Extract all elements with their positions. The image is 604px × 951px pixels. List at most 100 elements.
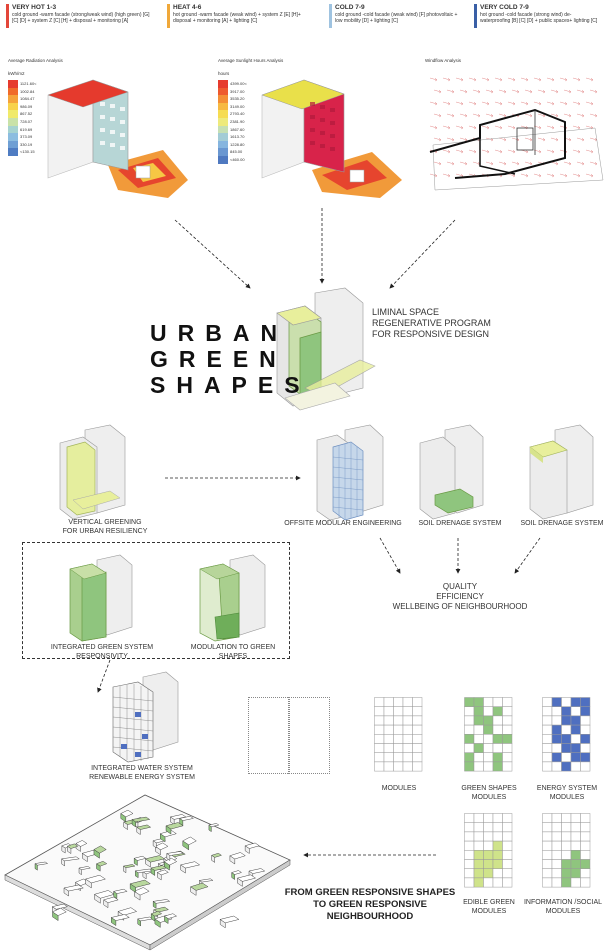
wind-arrow: [563, 161, 572, 166]
module-cell: [551, 831, 562, 842]
module-cell: [383, 752, 394, 763]
module-cell: [551, 734, 562, 744]
modules-to-neighbourhood-arrow: [303, 852, 436, 858]
module-cell: [561, 831, 572, 842]
module-cell: [551, 715, 562, 726]
module-cell: [502, 761, 513, 772]
module-cell: [402, 724, 413, 735]
module-cell: [542, 761, 553, 772]
module-cell: [402, 715, 413, 726]
module-cell: [492, 724, 503, 735]
wind-arrow: [494, 125, 503, 130]
wind-arrow: [446, 89, 455, 94]
module-cell: [412, 706, 423, 717]
module-cell: [561, 761, 572, 772]
module-cell: [464, 724, 475, 735]
central-green-shape-building: [276, 287, 376, 411]
wind-arrow: [429, 173, 438, 178]
label-line: EDIBLE GREEN: [463, 899, 515, 906]
scale-value: 728.07: [20, 118, 33, 124]
scale-swatch: [218, 80, 228, 88]
module-cell: [492, 859, 503, 869]
wind-arrow: [511, 89, 520, 94]
module-cell: [492, 822, 503, 833]
neighbourhood-building: [231, 870, 243, 880]
info-modules-label: INFORMATION /SOCIAL MODULES: [523, 898, 603, 916]
wind-arrow: [559, 173, 568, 178]
module-cell: [374, 697, 385, 707]
module-cell: [551, 752, 562, 763]
wind-arrow: [550, 113, 559, 118]
module-cell: [483, 877, 494, 888]
neighbourhood-building: [154, 842, 169, 856]
module-cell: [570, 822, 581, 833]
scale-value: 3535.20: [230, 96, 245, 102]
legend-text: cold ground -cold facade (weak wind) [F]…: [335, 12, 458, 24]
scale-swatch: [218, 133, 228, 141]
module-cell: [383, 761, 394, 772]
module-cell: [473, 813, 484, 823]
module-cell: [502, 831, 513, 842]
scale-swatch: [8, 148, 18, 156]
module-cell: [483, 859, 494, 869]
main-title-line: GREEN: [150, 346, 287, 372]
module-cell: [502, 868, 513, 879]
horizontal-dashed-arrow: [165, 475, 301, 481]
module-cell: [464, 752, 475, 763]
wind-arrow: [442, 77, 451, 82]
module-cell: [502, 840, 513, 851]
offsite-modular-building: [316, 424, 384, 521]
module-cell: [542, 868, 553, 879]
wind-arrow: [442, 101, 451, 106]
wind-arrow: [429, 125, 438, 130]
edible-modules-label: EDIBLE GREEN MODULES: [449, 898, 529, 916]
label-line: ENERGY SYSTEM: [536, 785, 598, 792]
module-cell: [542, 840, 553, 851]
quality-label: QUALITY EFFICIENCY WELLBEING OF NEIGHBOU…: [375, 582, 545, 612]
soil-drenage-label-1: SOIL DRENAGE SYSTEM: [418, 520, 502, 527]
wind-arrow: [533, 77, 542, 82]
scale-swatch: [8, 117, 18, 126]
scale-value: 986.09: [20, 103, 33, 109]
wind-arrow: [494, 77, 503, 82]
program-line: LIMINAL SPACE: [372, 307, 440, 317]
neighbourhood-building: [219, 915, 240, 929]
wind-arrow: [433, 113, 442, 118]
module-cell: [542, 743, 553, 753]
module-cell: [580, 697, 591, 707]
program-line: REGENERATIVE PROGRAM: [372, 318, 491, 328]
module-cell: [561, 734, 572, 744]
wind-arrow: [520, 77, 529, 82]
neighbourhood-building: [136, 824, 152, 836]
module-cell: [473, 831, 484, 842]
module-cell: [580, 868, 591, 879]
wind-arrow: [481, 77, 490, 82]
module-cell: [561, 706, 572, 717]
neighbourhood-building: [137, 916, 154, 927]
label-line: INTEGRATED WATER SYSTEM: [91, 765, 193, 772]
module-cell: [464, 706, 475, 717]
wind-arrow: [442, 149, 451, 154]
soil-to-quality-arrows: [379, 537, 541, 574]
module-cell: [412, 761, 423, 772]
module-cell: [502, 859, 513, 869]
wind-arrow: [524, 89, 533, 94]
wind-arrow: [572, 101, 581, 106]
wind-arrow: [442, 125, 451, 130]
scale-value: 373.09: [20, 134, 33, 140]
windflow-diagram: [429, 77, 604, 191]
wind-arrow: [507, 77, 516, 82]
wind-arrow: [576, 89, 585, 94]
module-cell: [542, 859, 553, 869]
wind-arrow: [563, 89, 572, 94]
wind-arrow: [572, 125, 581, 130]
module-cell: [393, 697, 404, 707]
wind-arrow: [472, 161, 481, 166]
scale-value: <130.15: [20, 149, 35, 155]
scale-value: 1121.60<: [20, 81, 37, 86]
neighbourhood-building: [112, 888, 128, 900]
module-cell: [570, 724, 581, 735]
legend-title: VERY COLD 7-9: [480, 4, 529, 11]
modules-grid: [374, 697, 423, 772]
